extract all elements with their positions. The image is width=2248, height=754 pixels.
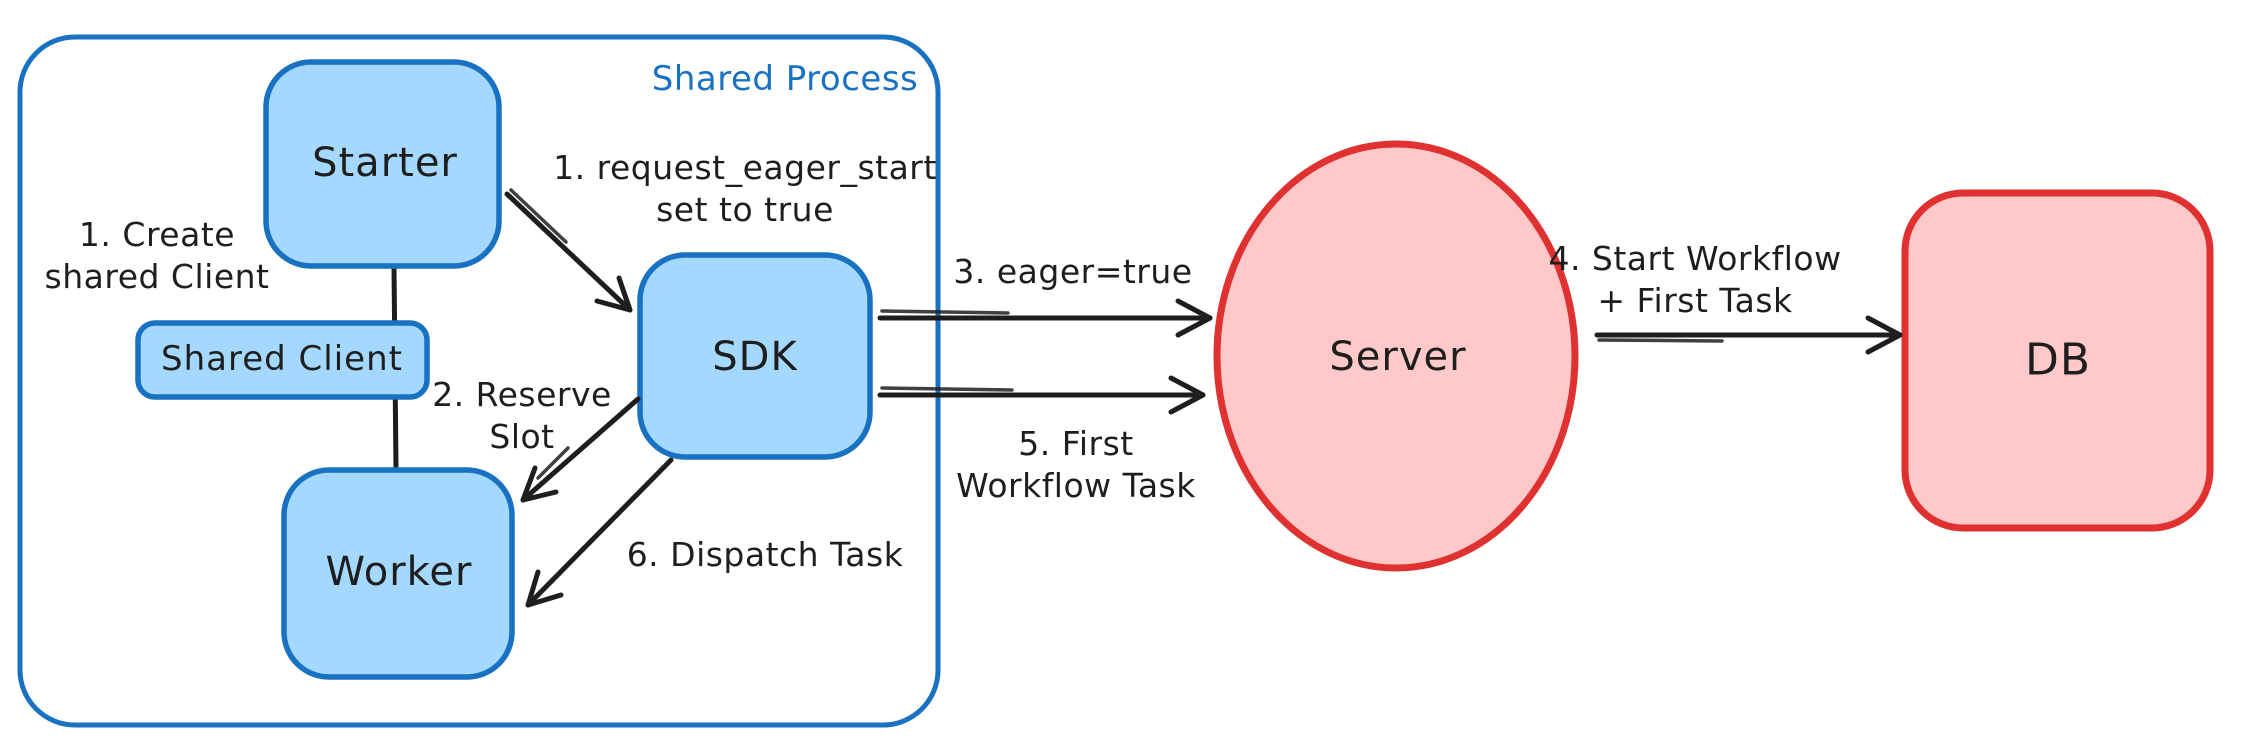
label-line-2: Slot [489,417,555,456]
server-label: Server [1329,334,1467,380]
label-line-1: 2. Reserve [432,375,612,414]
shared-process-title: Shared Process [652,58,918,100]
label-eager-true: 3. eager=true [953,251,1192,293]
label-line-1: 1. Create [78,215,236,254]
label-line-1: 3. eager=true [953,252,1193,291]
label-line-2: Workflow Task [956,466,1196,505]
worker-label: Worker [325,549,473,595]
label-request-eager-start: 1. request_eager_start set to true [553,147,937,231]
label-line-1: 1. request_eager_start [553,148,937,187]
shared-process-container-box [17,34,941,728]
arrow-server-to-db [1594,315,1903,355]
shared-process-title-text: Shared Process [651,59,919,99]
arrow-sdk-to-server-first-task [877,375,1206,415]
shared-client-box [135,320,430,400]
label-reserve-slot: 2. Reserve Slot [432,374,612,458]
db-box [1901,189,2214,532]
label-dispatch-task: 6. Dispatch Task [627,534,904,576]
label-line-2: set to true [656,190,834,229]
arrow-sdk-to-server-eager [877,298,1213,338]
sdk-label: SDK [712,334,798,380]
server-circle [1213,140,1579,572]
starter-label: Starter [312,140,458,186]
label-line-2: + First Task [1597,281,1793,320]
label-line-1: 6. Dispatch Task [626,535,904,574]
arrow-sdk-to-worker-dispatch [525,457,674,608]
label-line-2: shared Client [44,257,270,296]
sdk-box [637,252,873,460]
label-line-1: 5. First [1018,424,1134,463]
label-create-shared-client: 1. Create shared Client [45,214,270,298]
db-label: DB [2024,334,2092,386]
label-line-1: 4. Start Workflow [1548,239,1842,278]
worker-box [281,467,515,680]
label-first-workflow-task: 5. First Workflow Task [956,423,1196,507]
shared-client-label: Shared Client [161,339,403,379]
label-start-workflow: 4. Start Workflow + First Task [1548,238,1841,322]
arrow-starter-to-sdk [504,188,633,313]
starter-box [263,59,502,269]
arrow-sdk-to-worker-reserve [520,396,641,503]
